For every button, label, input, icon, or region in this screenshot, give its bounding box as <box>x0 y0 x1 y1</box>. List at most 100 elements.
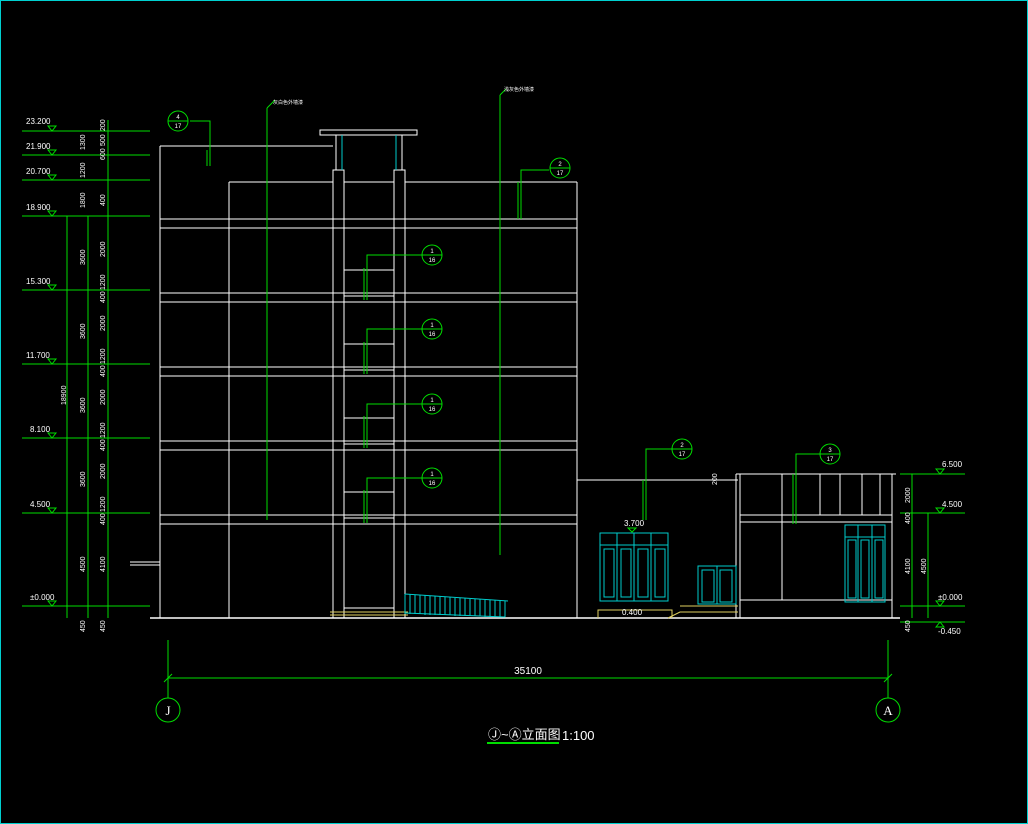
annex-building <box>577 473 896 618</box>
material-note: 浅灰色外墙漆 <box>504 86 534 93</box>
level-label: 4.500 <box>942 500 963 509</box>
axis-label-a: A <box>883 703 893 718</box>
main-building <box>130 129 900 619</box>
dim-text: 1800 <box>80 192 87 208</box>
level-label: -0.450 <box>938 627 961 636</box>
svg-text:1: 1 <box>430 323 434 329</box>
svg-text:1: 1 <box>430 472 434 478</box>
dim-text: 18900 <box>61 385 68 405</box>
dim-text: 400 <box>100 365 107 377</box>
dim-text: 500 <box>100 134 107 146</box>
stair-base <box>330 611 408 616</box>
dim-text: 1300 <box>80 134 87 150</box>
overall-dimension <box>163 640 893 698</box>
svg-text:2: 2 <box>680 443 684 449</box>
dim-text: 200 <box>100 119 107 131</box>
dim-text: 1200 <box>100 422 107 438</box>
detail-tag: 1 16 <box>421 393 443 415</box>
dim-text: 2000 <box>100 241 107 257</box>
svg-text:17: 17 <box>175 124 182 130</box>
dim-text: 3600 <box>80 397 87 413</box>
left-level-labels: 23.200 21.900 20.700 18.900 15.300 11.70… <box>26 117 55 602</box>
dim-text: 2000 <box>100 463 107 479</box>
level-label: 20.700 <box>26 167 51 176</box>
level-label: 21.900 <box>26 142 51 151</box>
dim-text: 4100 <box>905 558 912 574</box>
svg-text:4: 4 <box>176 115 180 121</box>
svg-text:1: 1 <box>430 398 434 404</box>
detail-tags: 4 17 2 17 1 16 1 16 1 16 <box>167 110 841 489</box>
axis-bubble-j <box>155 697 181 723</box>
right-level-markers <box>900 468 965 628</box>
detail-tag: 3 17 <box>819 443 841 465</box>
dim-text: 450 <box>100 620 107 632</box>
level-label: 0.400 <box>622 608 643 617</box>
dim-text: 1200 <box>100 274 107 290</box>
dim-text: 1200 <box>80 162 87 178</box>
left-dimension-texts: 3600 3600 3600 3600 4500 450 18900 200 5… <box>61 119 107 632</box>
svg-text:16: 16 <box>429 332 436 338</box>
svg-text:16: 16 <box>429 481 436 487</box>
level-label: 11.700 <box>26 351 50 360</box>
drawing-title: Ⓙ~Ⓐ立面图 1:100 <box>487 727 595 744</box>
dim-text: 400 <box>100 291 107 303</box>
svg-text:3: 3 <box>828 448 832 454</box>
svg-text:16: 16 <box>429 407 436 413</box>
dim-text: 3600 <box>80 323 87 339</box>
dim-text: 2000 <box>100 389 107 405</box>
title-text: Ⓙ~Ⓐ立面图 <box>488 727 561 742</box>
detail-tag: 1 16 <box>421 244 443 266</box>
detail-tag: 2 17 <box>671 438 693 460</box>
level-label: 6.500 <box>942 460 963 469</box>
dim-text: 400 <box>100 194 107 206</box>
material-note: 灰白色外墙漆 <box>273 99 303 106</box>
detail-tag: 4 17 <box>167 110 189 132</box>
svg-text:16: 16 <box>429 258 436 264</box>
ramp-railing <box>404 593 509 618</box>
dim-text: 450 <box>80 620 87 632</box>
svg-text:2: 2 <box>558 162 562 168</box>
svg-text:17: 17 <box>679 452 686 458</box>
dim-text: 3600 <box>80 249 87 265</box>
dim-text: 4100 <box>100 556 107 572</box>
annex-level-labels: 3.700 0.400 <box>622 519 645 617</box>
svg-text:17: 17 <box>827 457 834 463</box>
leader-lines <box>190 88 820 555</box>
annex-steps <box>597 605 738 619</box>
detail-tag: 1 16 <box>421 467 443 489</box>
dim-text: 2000 <box>100 315 107 331</box>
svg-text:17: 17 <box>557 171 564 177</box>
level-label: 18.900 <box>26 203 51 212</box>
dim-text: 4500 <box>921 558 928 574</box>
level-label: ±0.000 <box>938 593 963 602</box>
left-level-markers <box>22 120 150 618</box>
level-label: 8.100 <box>30 425 51 434</box>
dim-text: 400 <box>100 439 107 451</box>
dim-text: 4500 <box>80 556 87 572</box>
level-label: 4.500 <box>30 500 51 509</box>
svg-text:1: 1 <box>430 249 434 255</box>
dim-text: 200 <box>712 473 719 485</box>
dim-text: 600 <box>100 148 107 160</box>
detail-tag: 2 17 <box>549 157 571 179</box>
dim-text: 400 <box>905 512 912 524</box>
dim-text: 1200 <box>100 496 107 512</box>
notes: 灰白色外墙漆 浅灰色外墙漆 <box>273 86 534 106</box>
level-label: 3.700 <box>624 519 645 528</box>
level-label: 15.300 <box>26 277 51 286</box>
title-scale: 1:100 <box>562 728 595 743</box>
dim-text: 2000 <box>905 487 912 503</box>
total-dimension: 35100 <box>514 666 542 677</box>
annex-window-group <box>599 524 886 605</box>
axis-bubble-a <box>875 697 901 723</box>
level-label: 23.200 <box>26 117 51 126</box>
dim-text: 450 <box>905 620 912 632</box>
dim-text: 1200 <box>100 348 107 364</box>
level-label: ±0.000 <box>30 593 55 602</box>
detail-tag: 1 16 <box>421 318 443 340</box>
axis-label-j: J <box>165 703 170 718</box>
right-level-labels: 6.500 4.500 ±0.000 -0.450 200 2000 400 4… <box>712 460 963 636</box>
dim-text: 400 <box>100 513 107 525</box>
axis-bubbles: J A <box>155 697 901 723</box>
